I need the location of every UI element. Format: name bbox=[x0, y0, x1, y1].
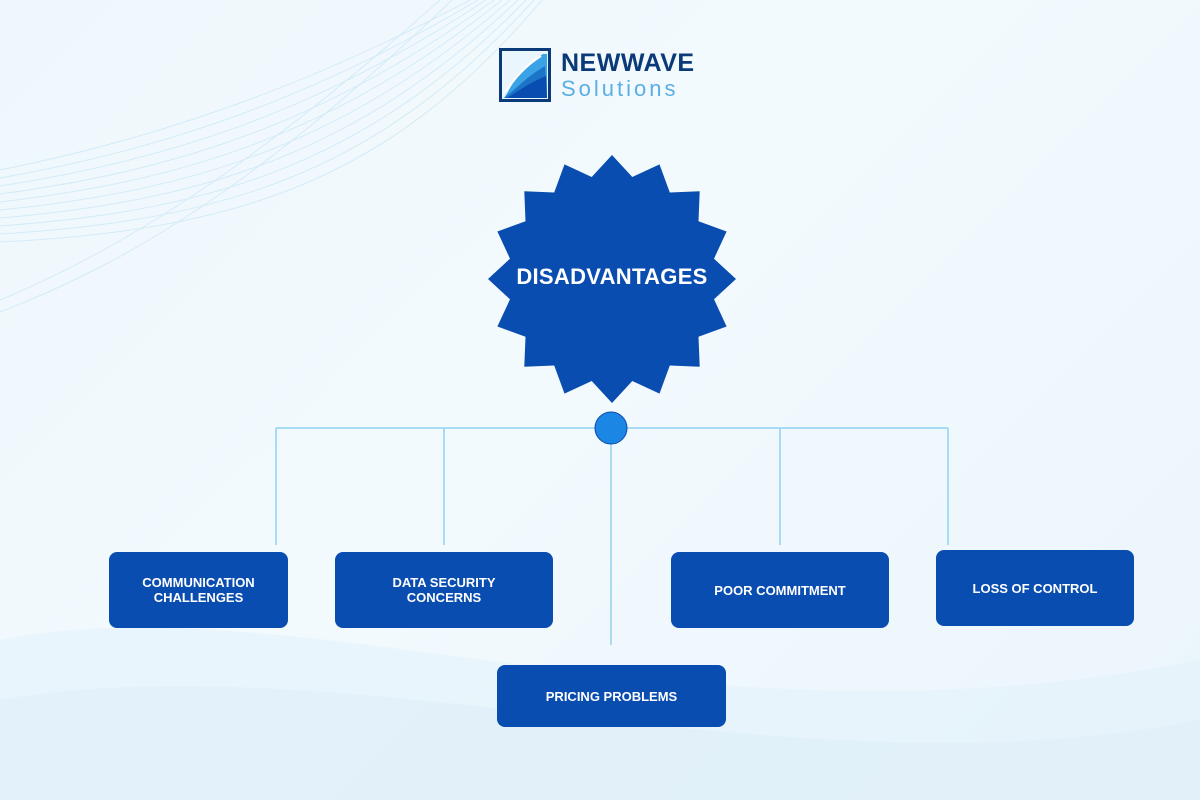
item-pricing-problems: PRICING PROBLEMS bbox=[497, 665, 726, 727]
newwave-logo-icon bbox=[499, 48, 551, 102]
item-loss-of-control: LOSS OF CONTROL bbox=[936, 550, 1134, 626]
item-label: LOSS OF CONTROL bbox=[972, 580, 1098, 596]
item-label: PRICING PROBLEMS bbox=[545, 688, 678, 704]
brand-text: NEWWAVE Solutions bbox=[561, 48, 695, 100]
item-label: POOR COMMITMENT bbox=[714, 582, 846, 598]
item-label: COMMUNICATION CHALLENGES bbox=[142, 575, 255, 605]
item-poor-commitment: POOR COMMITMENT bbox=[671, 552, 889, 628]
seal-shape bbox=[488, 155, 736, 403]
brand-logo: NEWWAVE Solutions bbox=[499, 48, 695, 102]
item-data-security-concerns: DATA SECURITY CONCERNS bbox=[335, 552, 553, 628]
central-title: DISADVANTAGES bbox=[516, 264, 708, 289]
brand-tagline: Solutions bbox=[561, 76, 679, 101]
brand-name: NEWWAVE bbox=[561, 49, 695, 77]
item-communication-challenges: COMMUNICATION CHALLENGES bbox=[109, 552, 288, 628]
hub-node bbox=[594, 411, 628, 445]
item-label: DATA SECURITY CONCERNS bbox=[392, 575, 496, 605]
